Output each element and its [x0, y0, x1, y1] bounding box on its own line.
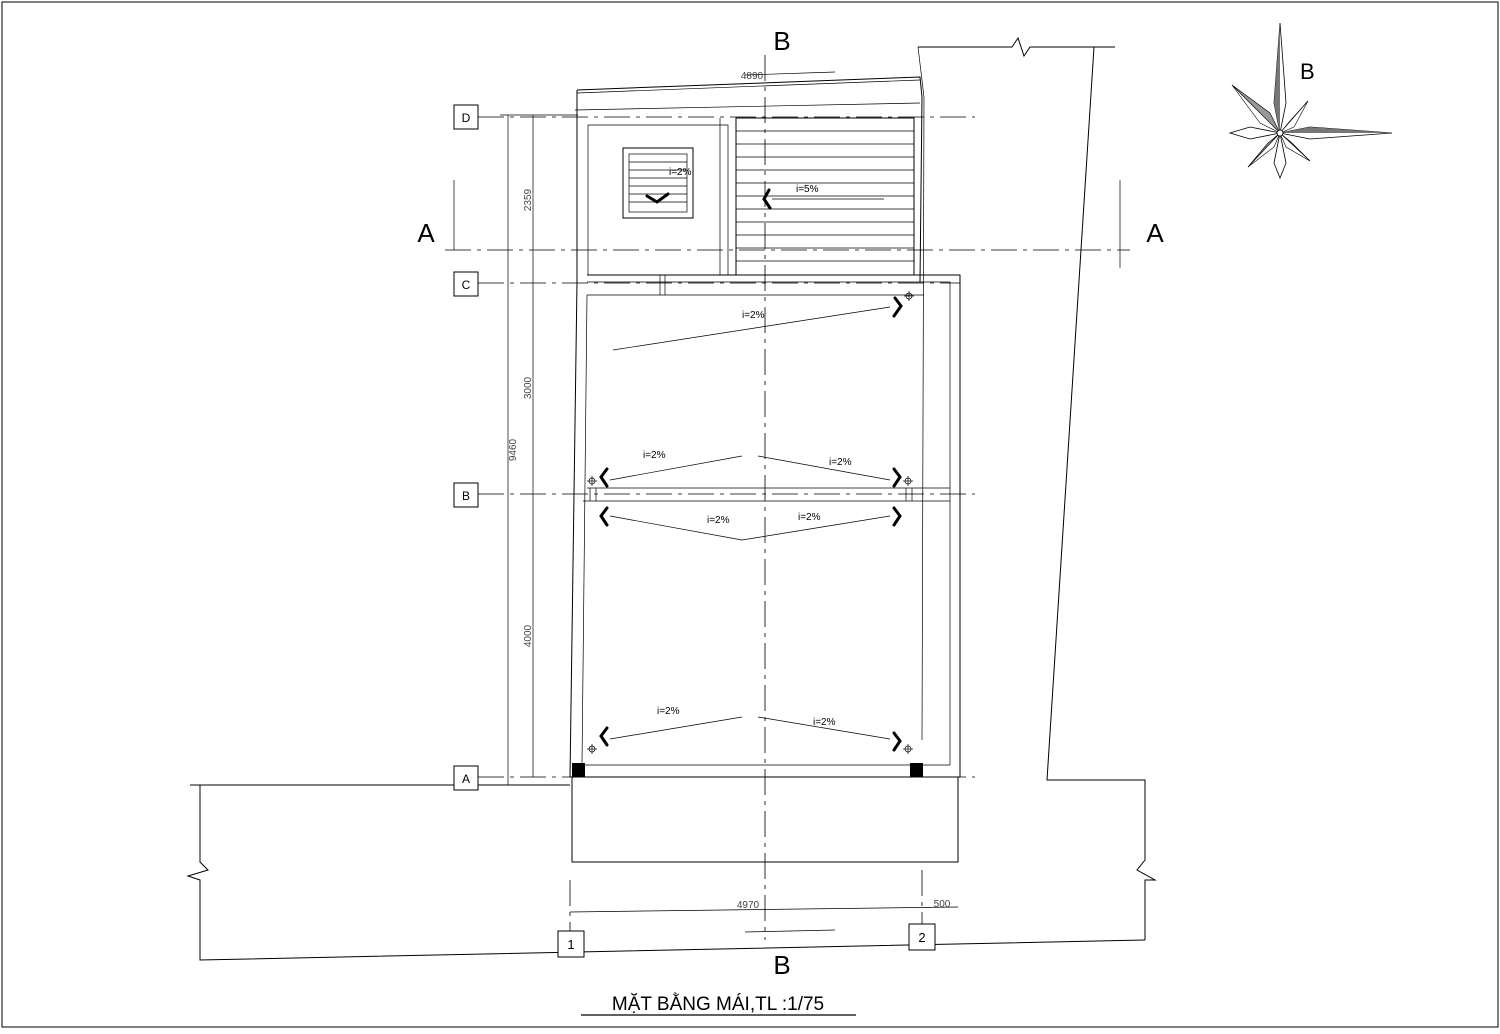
slope-line-upper — [612, 306, 891, 351]
dim-ba-text: 4000 — [523, 624, 534, 647]
column-a2 — [910, 763, 923, 777]
drain-arrow-mid-left-lower — [599, 506, 609, 527]
stair-box-inner — [628, 153, 688, 213]
grid-row-c: C — [453, 271, 479, 297]
dim-overhang-text: 500 — [934, 899, 951, 910]
section-b-bottom-tick — [744, 929, 836, 933]
slope-line-mid-right-lower — [741, 515, 891, 541]
svg-text:D: D — [462, 111, 471, 125]
dim-total-text: 9460 — [508, 438, 519, 461]
ramp-drain-arrow — [762, 188, 772, 210]
slope-line-bottom-right — [757, 716, 891, 740]
boundary-right — [1046, 46, 1157, 940]
dim-top-text: 4890 — [741, 71, 764, 82]
grid-col-2: 2 — [908, 923, 936, 951]
drain-arrow-bottom-right — [892, 731, 902, 752]
grid-row-d: D — [453, 104, 479, 130]
grid-row-a: A — [453, 765, 479, 791]
grid-col-1: 1 — [557, 930, 585, 958]
boundary-top — [918, 36, 1115, 58]
roof-left-edge-inner — [581, 294, 588, 766]
roof-left-edge — [569, 281, 578, 778]
section-b-top-label: B — [773, 26, 790, 56]
drawing-title: MẶT BẰNG MÁI,TL :1/75 — [612, 993, 824, 1015]
roof-right-edge — [587, 274, 961, 777]
dim-bottom-text: 4970 — [737, 900, 760, 911]
ramp-treads — [736, 130, 914, 262]
drain-arrow-mid-right-upper — [892, 467, 902, 488]
slope-upper-roof: i=2% — [742, 310, 765, 321]
section-b-bottom-label: B — [773, 950, 790, 980]
column-a1 — [572, 763, 585, 777]
roof-right-edge-inner — [587, 281, 951, 765]
slope-mid-right-upper: i=2% — [829, 457, 852, 468]
slope-mid-left-lower: i=2% — [707, 515, 730, 526]
drain-arrow-mid-left-upper — [599, 467, 609, 488]
grid-row-b: B — [453, 482, 479, 508]
lot-line-bottom — [186, 785, 1146, 961]
svg-text:C: C — [462, 278, 471, 292]
drain-arrow-upper-right — [892, 296, 903, 318]
section-a-right-label: A — [1146, 218, 1164, 248]
slope-line-mid-left-lower — [609, 515, 743, 541]
boundary-wall-right — [917, 46, 925, 741]
dim-dc-text: 2359 — [523, 188, 534, 211]
drain-points — [587, 291, 914, 754]
slope-bottom-right: i=2% — [813, 717, 836, 728]
drain-arrow-mid-right-lower — [892, 506, 902, 527]
slope-stair-box: i=2% — [669, 167, 692, 178]
stair-box-outer — [622, 147, 694, 219]
svg-text:B: B — [462, 489, 470, 503]
drain-arrow-bottom-left — [599, 726, 609, 747]
compass-label: B — [1300, 59, 1315, 84]
ramp-outline — [735, 117, 915, 276]
svg-text:A: A — [462, 772, 470, 786]
dim-top-line — [576, 79, 921, 94]
slope-line-mid-left-upper — [609, 455, 743, 481]
roof-parapet-line — [574, 102, 921, 111]
section-b-top-tick — [744, 71, 836, 76]
slope-line-bottom-left — [609, 716, 743, 740]
slope-mid-right-lower: i=2% — [798, 512, 821, 523]
svg-text:1: 1 — [567, 937, 574, 952]
north-arrow-icon: B — [1228, 22, 1393, 180]
slope-ramp: i=5% — [796, 184, 819, 195]
roof-top-edge — [576, 76, 923, 283]
dim-cb-text: 3000 — [523, 376, 534, 399]
section-a-left-label: A — [417, 218, 435, 248]
slope-mid-left-upper: i=2% — [643, 450, 666, 461]
slope-bottom-left: i=2% — [657, 706, 680, 717]
slope-line-mid-right-upper — [757, 455, 891, 481]
dim-bottom-line — [569, 906, 959, 913]
svg-text:2: 2 — [918, 930, 925, 945]
stair-box-drain-arrow — [645, 192, 670, 204]
